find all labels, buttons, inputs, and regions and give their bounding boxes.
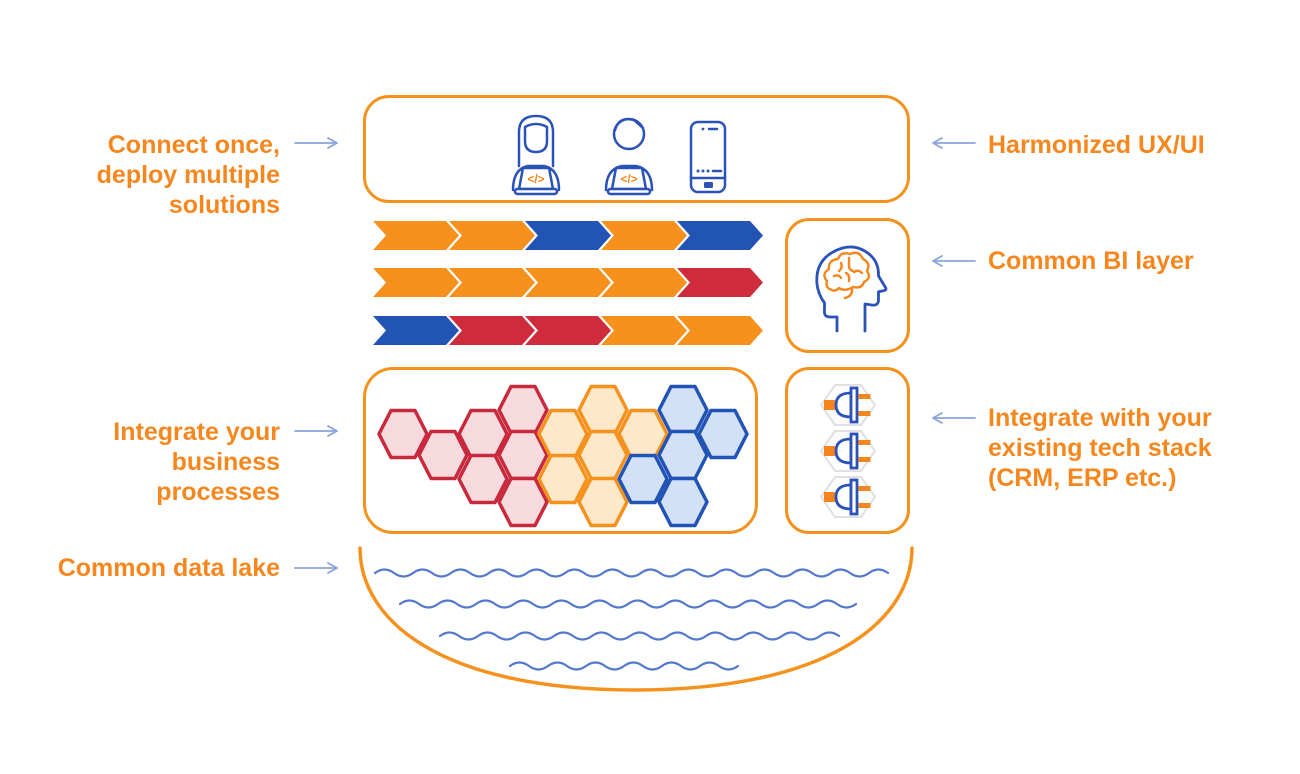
chevron-arrow-red [677, 268, 763, 297]
wave-line [438, 631, 841, 641]
integration-box [785, 367, 910, 534]
plug-icon [819, 429, 876, 472]
process-chevron-row [373, 316, 768, 345]
head-brain-icon [814, 245, 887, 332]
chevron-arrow-orange [373, 221, 459, 250]
label-line: (CRM, ERP etc.) [988, 464, 1177, 492]
process-chevron-rows [373, 221, 768, 345]
hexagon-blue [657, 429, 709, 481]
process-chevron-row [373, 221, 768, 250]
arrow-right-icon [292, 423, 340, 439]
label-connect-once: Connect once, deploy multiple solutions [97, 130, 280, 220]
hexagon-blue [617, 453, 669, 505]
label-line: deploy multiple [96, 161, 280, 189]
smartphone-icon [689, 120, 727, 194]
label-integrate-business: Integrate your business processes [113, 417, 280, 507]
chevron-arrow-orange [601, 221, 687, 250]
arrow-left-icon [930, 410, 978, 426]
man-developer-icon: </> [604, 117, 654, 196]
arrow-right-icon [292, 135, 340, 151]
hexagon-blue [697, 408, 749, 460]
label-line: Common data lake [57, 554, 280, 582]
label-harmonized-uxui: Harmonized UX/UI [988, 130, 1205, 160]
hexagon-orange [577, 384, 629, 436]
label-line: processes [156, 478, 280, 506]
data-lake [358, 546, 914, 692]
plug-icon [819, 383, 876, 426]
chevron-arrow-blue [373, 316, 459, 345]
hexagon-red [457, 453, 509, 505]
hexagon-red [417, 429, 469, 481]
label-common-bi-layer: Common BI layer [988, 246, 1194, 276]
plug-icon [819, 475, 876, 518]
hexagon-orange [577, 476, 629, 528]
label-line: Common BI layer [988, 247, 1194, 275]
arrow-left-icon [930, 135, 978, 151]
bi-layer-box [785, 218, 910, 353]
svg-text:</>: </> [527, 172, 544, 186]
wave-line [398, 599, 858, 609]
hexagon-red [497, 384, 549, 436]
wave-line [373, 568, 890, 578]
label-line: business [171, 448, 280, 476]
label-common-data-lake: Common data lake [58, 553, 280, 583]
process-chevron-row [373, 268, 768, 297]
label-tech-stack: Integrate with your existing tech stack … [988, 403, 1212, 493]
hexagon-red [377, 408, 429, 460]
chevron-arrow-blue [525, 221, 611, 250]
woman-developer-icon: </> [511, 114, 561, 196]
label-line: Harmonized UX/UI [988, 131, 1205, 159]
chevron-arrow-red [449, 316, 535, 345]
chevron-arrow-orange [677, 316, 763, 345]
label-line: Integrate with your [988, 404, 1212, 432]
arrow-right-icon [292, 560, 340, 576]
hexagon-clusters [377, 384, 749, 528]
chevron-arrow-red [525, 316, 611, 345]
chevron-arrow-orange [601, 268, 687, 297]
wave-line [508, 661, 740, 671]
data-lake-bowl [358, 546, 914, 692]
svg-text:</>: </> [620, 172, 637, 186]
label-line: solutions [168, 191, 280, 219]
chevron-arrow-orange [449, 221, 535, 250]
hexagon-red [497, 476, 549, 528]
chevron-arrow-orange [525, 268, 611, 297]
chevron-arrow-orange [449, 268, 535, 297]
label-line: existing tech stack [988, 434, 1212, 462]
business-process-box [363, 367, 758, 534]
chevron-arrow-blue [677, 221, 763, 250]
hexagon-blue [657, 476, 709, 528]
label-line: Integrate your [113, 418, 280, 446]
hexagon-orange [537, 453, 589, 505]
ux-ui-box: </> </> [363, 95, 910, 203]
chevron-arrow-orange [373, 268, 459, 297]
chevron-arrow-orange [601, 316, 687, 345]
hexagon-blue [657, 384, 709, 436]
arrow-left-icon [930, 253, 978, 269]
label-line: Connect once, [107, 131, 280, 159]
